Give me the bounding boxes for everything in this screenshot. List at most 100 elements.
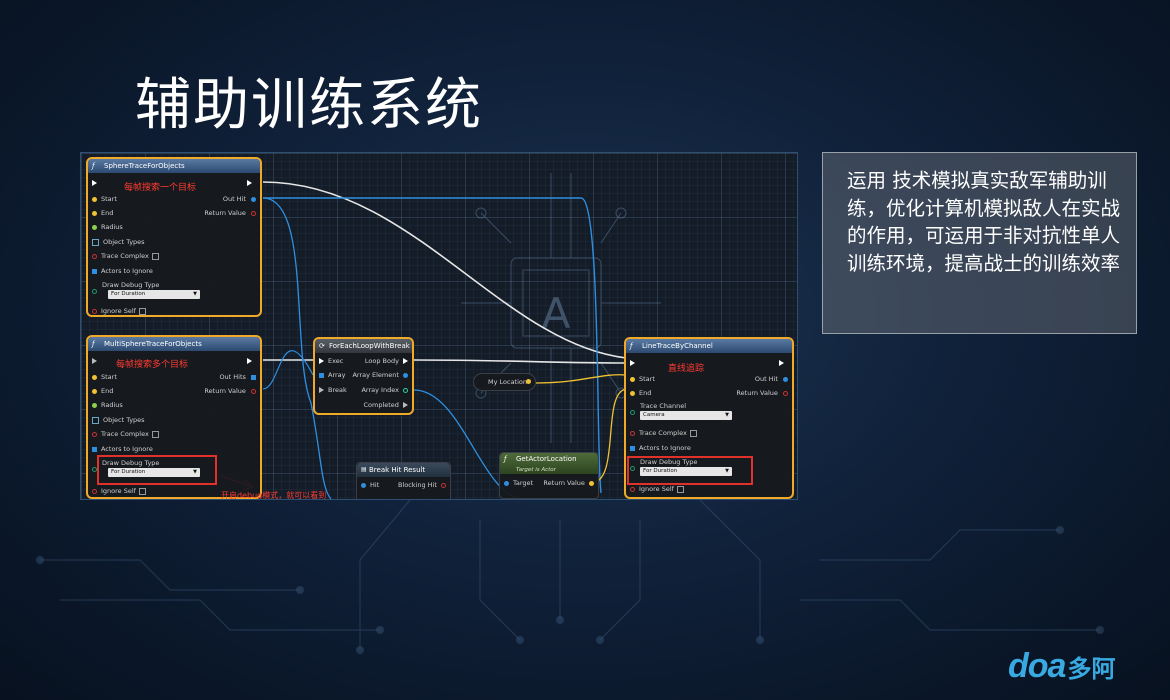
hit-pin[interactable]: Hit <box>361 481 379 489</box>
debug-annotation: 开启debug模式，就可以看到 <box>221 491 327 500</box>
ignore-self-pin[interactable]: Ignore Self <box>92 307 146 315</box>
start-pin[interactable]: Start <box>630 375 655 383</box>
multi-sphere-trace-title: MultiSphereTraceForObjects <box>104 340 202 348</box>
draw-debug-dropdown[interactable]: For Duration▼ <box>108 468 200 477</box>
object-types-pin[interactable]: Object Types <box>92 416 145 424</box>
trace-complex-pin[interactable]: Trace Complex <box>92 252 159 260</box>
for-each-loop-node[interactable]: ⟳ ForEachLoopWithBreak Exec Array Break … <box>313 337 414 415</box>
out-hit-pin[interactable]: Out Hit <box>755 375 788 383</box>
exec-in-pin[interactable] <box>92 179 101 187</box>
return-value-pin[interactable]: Return Value <box>543 479 594 487</box>
actors-ignore-pin[interactable]: Actors to Ignore <box>630 444 691 452</box>
out-hits-pin[interactable]: Out Hits <box>219 373 256 381</box>
end-pin[interactable]: End <box>92 209 113 217</box>
start-pin[interactable]: Start <box>92 195 117 203</box>
trace-channel-dropdown[interactable]: Camera▼ <box>640 411 732 420</box>
draw-debug-highlight <box>97 455 217 485</box>
draw-debug-label: Draw Debug Type <box>102 281 160 289</box>
exec-in-pin[interactable] <box>630 359 639 367</box>
chevron-down-icon: ▼ <box>725 468 729 474</box>
ignore-self-checkbox[interactable] <box>676 485 684 493</box>
for-each-title: ForEachLoopWithBreak <box>329 342 410 350</box>
function-icon: ƒ <box>630 342 633 350</box>
draw-debug-pin[interactable] <box>630 464 639 472</box>
ignore-self-pin[interactable]: Ignore Self <box>92 487 146 495</box>
sphere-trace-annotation: 每帧搜索一个目标 <box>124 183 197 193</box>
trace-complex-checkbox[interactable] <box>151 252 159 260</box>
chevron-down-icon: ▼ <box>725 412 729 418</box>
draw-debug-label: Draw Debug Type <box>102 459 160 467</box>
trace-complex-pin[interactable]: Trace Complex <box>92 430 159 438</box>
ignore-self-checkbox[interactable] <box>138 487 146 495</box>
description-text: 运用 技术模拟真实敌军辅助训练，优化计算机模拟敌人在实战的作用，可运用于非对抗性… <box>847 169 1121 275</box>
exec-out-pin[interactable] <box>247 179 256 187</box>
break-hit-header: ▤ Break Hit Result <box>357 463 450 477</box>
actors-ignore-pin[interactable]: Actors to Ignore <box>92 267 153 275</box>
array-element-pin[interactable]: Array Element <box>352 371 408 379</box>
trace-complex-pin[interactable]: Trace Complex <box>630 429 697 437</box>
logo-latin-text: doa <box>1008 647 1066 685</box>
function-icon: ƒ <box>504 455 507 463</box>
target-pin[interactable]: Target <box>504 479 533 487</box>
get-actor-location-node[interactable]: ƒ GetActorLocation Target is Actor Targe… <box>499 452 599 499</box>
break-hit-result-node[interactable]: ▤ Break Hit Result Hit Blocking Hit <box>356 462 451 499</box>
trace-complex-checkbox[interactable] <box>151 430 159 438</box>
array-pin[interactable]: Array <box>319 371 346 379</box>
return-value-pin[interactable]: Return Value <box>204 387 256 395</box>
trace-complex-checkbox[interactable] <box>689 429 697 437</box>
draw-debug-pin[interactable] <box>92 287 101 295</box>
loop-body-pin[interactable]: Loop Body <box>365 357 408 365</box>
break-hit-title: Break Hit Result <box>369 466 426 474</box>
actors-ignore-pin[interactable]: Actors to Ignore <box>92 445 153 453</box>
return-value-pin[interactable]: Return Value <box>736 389 788 397</box>
ignore-self-pin[interactable]: Ignore Self <box>630 485 684 493</box>
start-pin[interactable]: Start <box>92 373 117 381</box>
function-icon: ƒ <box>92 340 95 348</box>
exec-in-pin[interactable]: Exec <box>319 357 343 365</box>
sphere-trace-header: ƒ SphereTraceForObjects <box>88 159 260 173</box>
array-index-pin[interactable]: Array Index <box>361 386 408 394</box>
end-pin[interactable]: End <box>630 389 651 397</box>
slide-title: 辅助训练系统 <box>135 73 483 138</box>
for-each-header: ⟳ ForEachLoopWithBreak <box>315 339 412 353</box>
my-location-pin[interactable] <box>526 379 531 384</box>
end-pin[interactable]: End <box>92 387 113 395</box>
sphere-trace-node[interactable]: ƒ SphereTraceForObjects 每帧搜索一个目标 Start E… <box>86 157 262 317</box>
line-trace-title: LineTraceByChannel <box>642 342 713 350</box>
my-location-node[interactable]: My Location <box>473 373 536 391</box>
completed-pin[interactable]: Completed <box>363 401 408 409</box>
line-trace-node[interactable]: ƒ LineTraceByChannel 直线追踪 Start End Trac… <box>624 337 794 499</box>
ignore-self-checkbox[interactable] <box>138 307 146 315</box>
return-value-pin[interactable]: Return Value <box>204 209 256 217</box>
break-pin[interactable]: Break <box>319 386 347 394</box>
trace-channel-label: Trace Channel <box>640 402 686 410</box>
line-trace-header: ƒ LineTraceByChannel <box>626 339 792 353</box>
get-actor-location-subtitle: Target is Actor <box>516 467 556 473</box>
line-trace-debug-highlight <box>627 456 753 485</box>
chevron-down-icon: ▼ <box>193 469 197 475</box>
multi-sphere-trace-node[interactable]: ƒ MultiSphereTraceForObjects 每帧搜索多个目标 St… <box>86 335 262 499</box>
draw-debug-pin[interactable] <box>92 465 101 473</box>
draw-debug-dropdown[interactable]: For Duration▼ <box>108 290 200 299</box>
wire-layer: A <box>220 173 661 499</box>
draw-debug-dropdown[interactable]: For Duration▼ <box>640 467 732 476</box>
svg-text:A: A <box>542 289 571 338</box>
radius-pin[interactable]: Radius <box>92 223 123 231</box>
multi-sphere-trace-header: ƒ MultiSphereTraceForObjects <box>88 337 260 351</box>
exec-in-pin[interactable] <box>92 357 101 365</box>
exec-out-pin[interactable] <box>247 357 256 365</box>
logo-cjk-text: 多阿 <box>1067 655 1116 683</box>
object-types-pin[interactable]: Object Types <box>92 238 145 246</box>
draw-debug-label: Draw Debug Type <box>640 458 698 466</box>
radius-pin[interactable]: Radius <box>92 401 123 409</box>
out-hit-pin[interactable]: Out Hit <box>223 195 256 203</box>
multi-sphere-trace-annotation: 每帧搜索多个目标 <box>116 360 189 370</box>
get-actor-location-header: ƒ GetActorLocation Target is Actor <box>500 453 598 474</box>
line-trace-annotation: 直线追踪 <box>668 364 705 374</box>
get-actor-location-title: GetActorLocation <box>516 455 577 463</box>
blocking-hit-pin[interactable]: Blocking Hit <box>398 481 446 489</box>
trace-channel-pin[interactable] <box>630 408 639 416</box>
my-location-label: My Location <box>488 378 528 386</box>
exec-out-pin[interactable] <box>779 359 788 367</box>
